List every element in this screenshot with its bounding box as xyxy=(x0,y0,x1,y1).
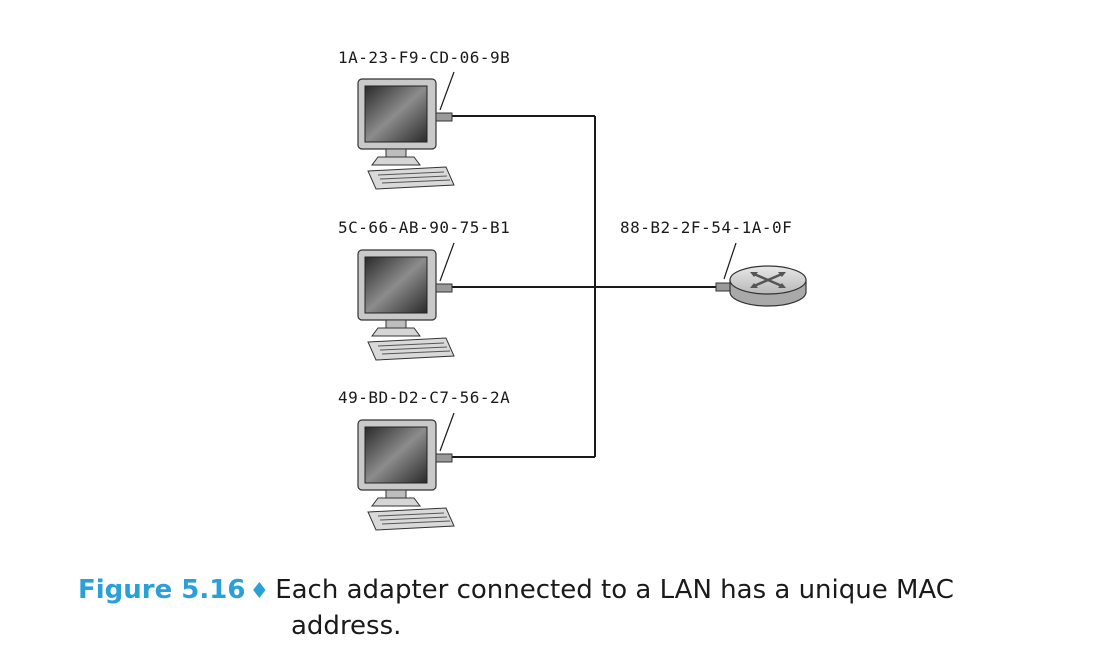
caption-text-line2: address. xyxy=(291,611,402,641)
caption-text-line1: Each adapter connected to a LAN has a un… xyxy=(275,575,954,605)
router-icon xyxy=(729,265,807,307)
computer-icon xyxy=(357,419,455,531)
label-pointer xyxy=(439,242,455,282)
label-pointer xyxy=(439,412,455,452)
figure-caption: Figure 5.16♦Each adapter connected to a … xyxy=(78,573,1038,643)
label-pointer xyxy=(723,242,737,280)
host-2-mac: 5C-66-AB-90-75-B1 xyxy=(338,218,510,237)
router: 88-B2-2F-54-1A-0F xyxy=(620,218,807,307)
host-1: 1A-23-F9-CD-06-9B xyxy=(338,48,510,190)
label-pointer xyxy=(439,71,455,111)
host-3: 49-BD-D2-C7-56-2A xyxy=(338,388,510,531)
computer-icon xyxy=(357,78,455,190)
diamond-separator: ♦ xyxy=(249,579,270,604)
host-3-mac: 49-BD-D2-C7-56-2A xyxy=(338,388,510,407)
host-2: 5C-66-AB-90-75-B1 xyxy=(338,218,510,361)
router-mac: 88-B2-2F-54-1A-0F xyxy=(620,218,792,237)
figure-label: Figure 5.16 xyxy=(78,575,246,605)
computer-icon xyxy=(357,249,455,361)
lan-bus xyxy=(452,115,718,458)
lan-diagram: 1A-23-F9-CD-06-9B 5C-66-AB-90-75-B1 49-B… xyxy=(338,48,807,531)
host-1-mac: 1A-23-F9-CD-06-9B xyxy=(338,48,510,67)
